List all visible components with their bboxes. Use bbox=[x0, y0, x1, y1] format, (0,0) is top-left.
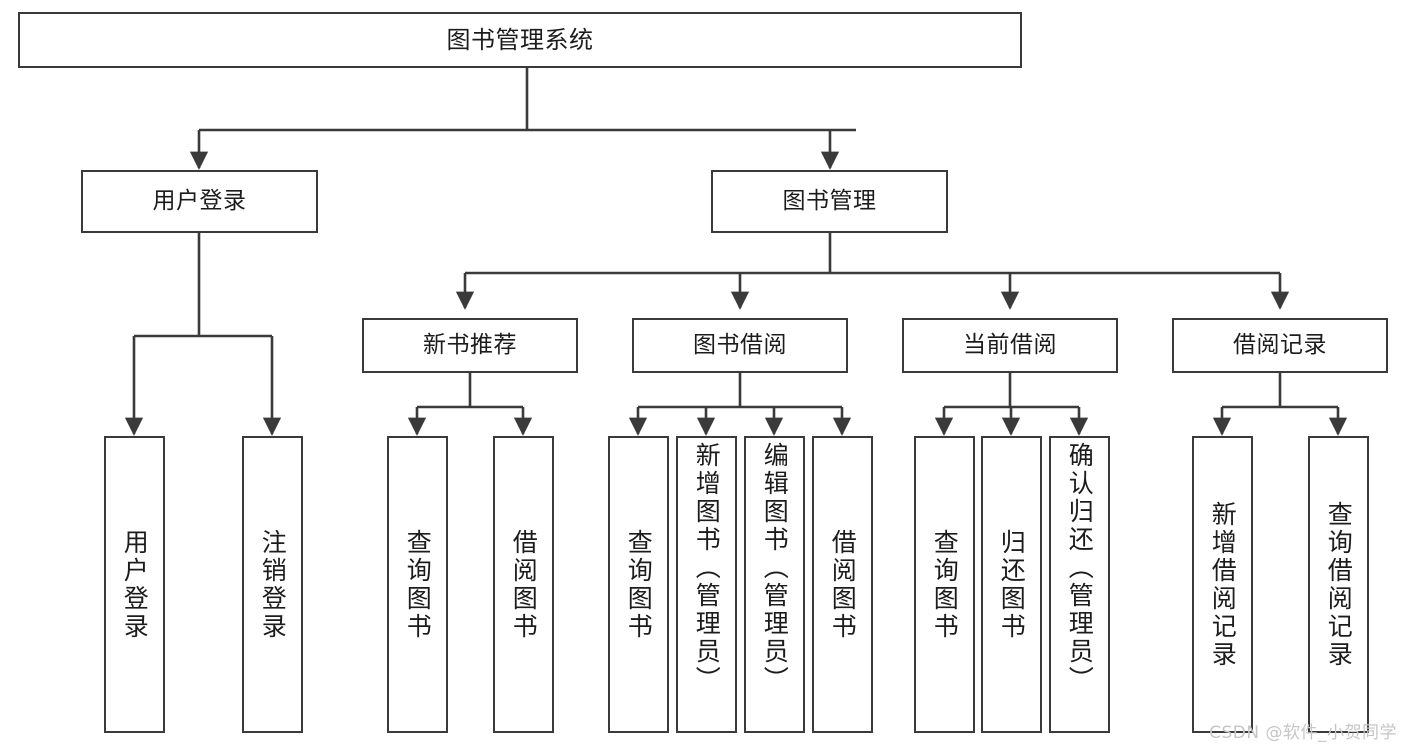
node-label: 图书管理系统 bbox=[446, 25, 594, 54]
node-label: 图书管理 bbox=[782, 187, 877, 214]
node-label: 新书推荐 bbox=[423, 331, 517, 358]
node-label: 新增图书（管理员） bbox=[692, 442, 722, 694]
node-root-system[interactable]: 图书管理系统 bbox=[18, 12, 1022, 68]
node-label: 用户登录 bbox=[120, 528, 150, 641]
node-user-login[interactable]: 用户登录 bbox=[81, 170, 318, 233]
node-label: 借阅记录 bbox=[1233, 331, 1327, 358]
node-label: 查询借阅记录 bbox=[1324, 500, 1354, 669]
node-label: 当前借阅 bbox=[963, 331, 1057, 358]
leaf-new-book-borrow[interactable]: 借阅图书 bbox=[493, 436, 554, 733]
node-label: 用户登录 bbox=[152, 187, 247, 214]
leaf-borrow-book-add[interactable]: 新增图书（管理员） bbox=[676, 436, 737, 733]
node-label: 新增借阅记录 bbox=[1208, 500, 1238, 669]
leaf-current-borrow-return[interactable]: 归还图书 bbox=[981, 436, 1042, 733]
node-borrow-record[interactable]: 借阅记录 bbox=[1172, 318, 1388, 373]
node-new-book-recommend[interactable]: 新书推荐 bbox=[362, 318, 578, 373]
leaf-user-login-login[interactable]: 用户登录 bbox=[104, 436, 165, 733]
node-book-management[interactable]: 图书管理 bbox=[711, 170, 948, 233]
node-label: 注销登录 bbox=[258, 528, 288, 641]
node-label: 查询图书 bbox=[930, 528, 960, 641]
node-label: 查询图书 bbox=[403, 528, 433, 641]
node-label: 借阅图书 bbox=[509, 528, 539, 641]
node-label: 借阅图书 bbox=[828, 528, 858, 641]
leaf-current-borrow-query[interactable]: 查询图书 bbox=[914, 436, 975, 733]
leaf-borrow-record-add[interactable]: 新增借阅记录 bbox=[1192, 436, 1253, 733]
node-label: 编辑图书（管理员） bbox=[760, 442, 790, 694]
leaf-current-borrow-confirm-return[interactable]: 确认归还（管理员） bbox=[1049, 436, 1110, 733]
watermark-text: CSDN @软件_小贺同学 bbox=[1209, 723, 1397, 743]
leaf-borrow-book-query[interactable]: 查询图书 bbox=[608, 436, 669, 733]
node-current-borrow[interactable]: 当前借阅 bbox=[902, 318, 1118, 373]
node-label: 图书借阅 bbox=[693, 331, 787, 358]
leaf-borrow-record-query[interactable]: 查询借阅记录 bbox=[1308, 436, 1369, 733]
node-label: 归还图书 bbox=[997, 528, 1027, 641]
leaf-borrow-book-edit[interactable]: 编辑图书（管理员） bbox=[744, 436, 805, 733]
node-label: 确认归还（管理员） bbox=[1065, 442, 1095, 694]
leaf-borrow-book-borrow[interactable]: 借阅图书 bbox=[812, 436, 873, 733]
leaf-new-book-query[interactable]: 查询图书 bbox=[387, 436, 448, 733]
leaf-user-login-logout[interactable]: 注销登录 bbox=[242, 436, 303, 733]
node-label: 查询图书 bbox=[624, 528, 654, 641]
node-book-borrow[interactable]: 图书借阅 bbox=[632, 318, 848, 373]
